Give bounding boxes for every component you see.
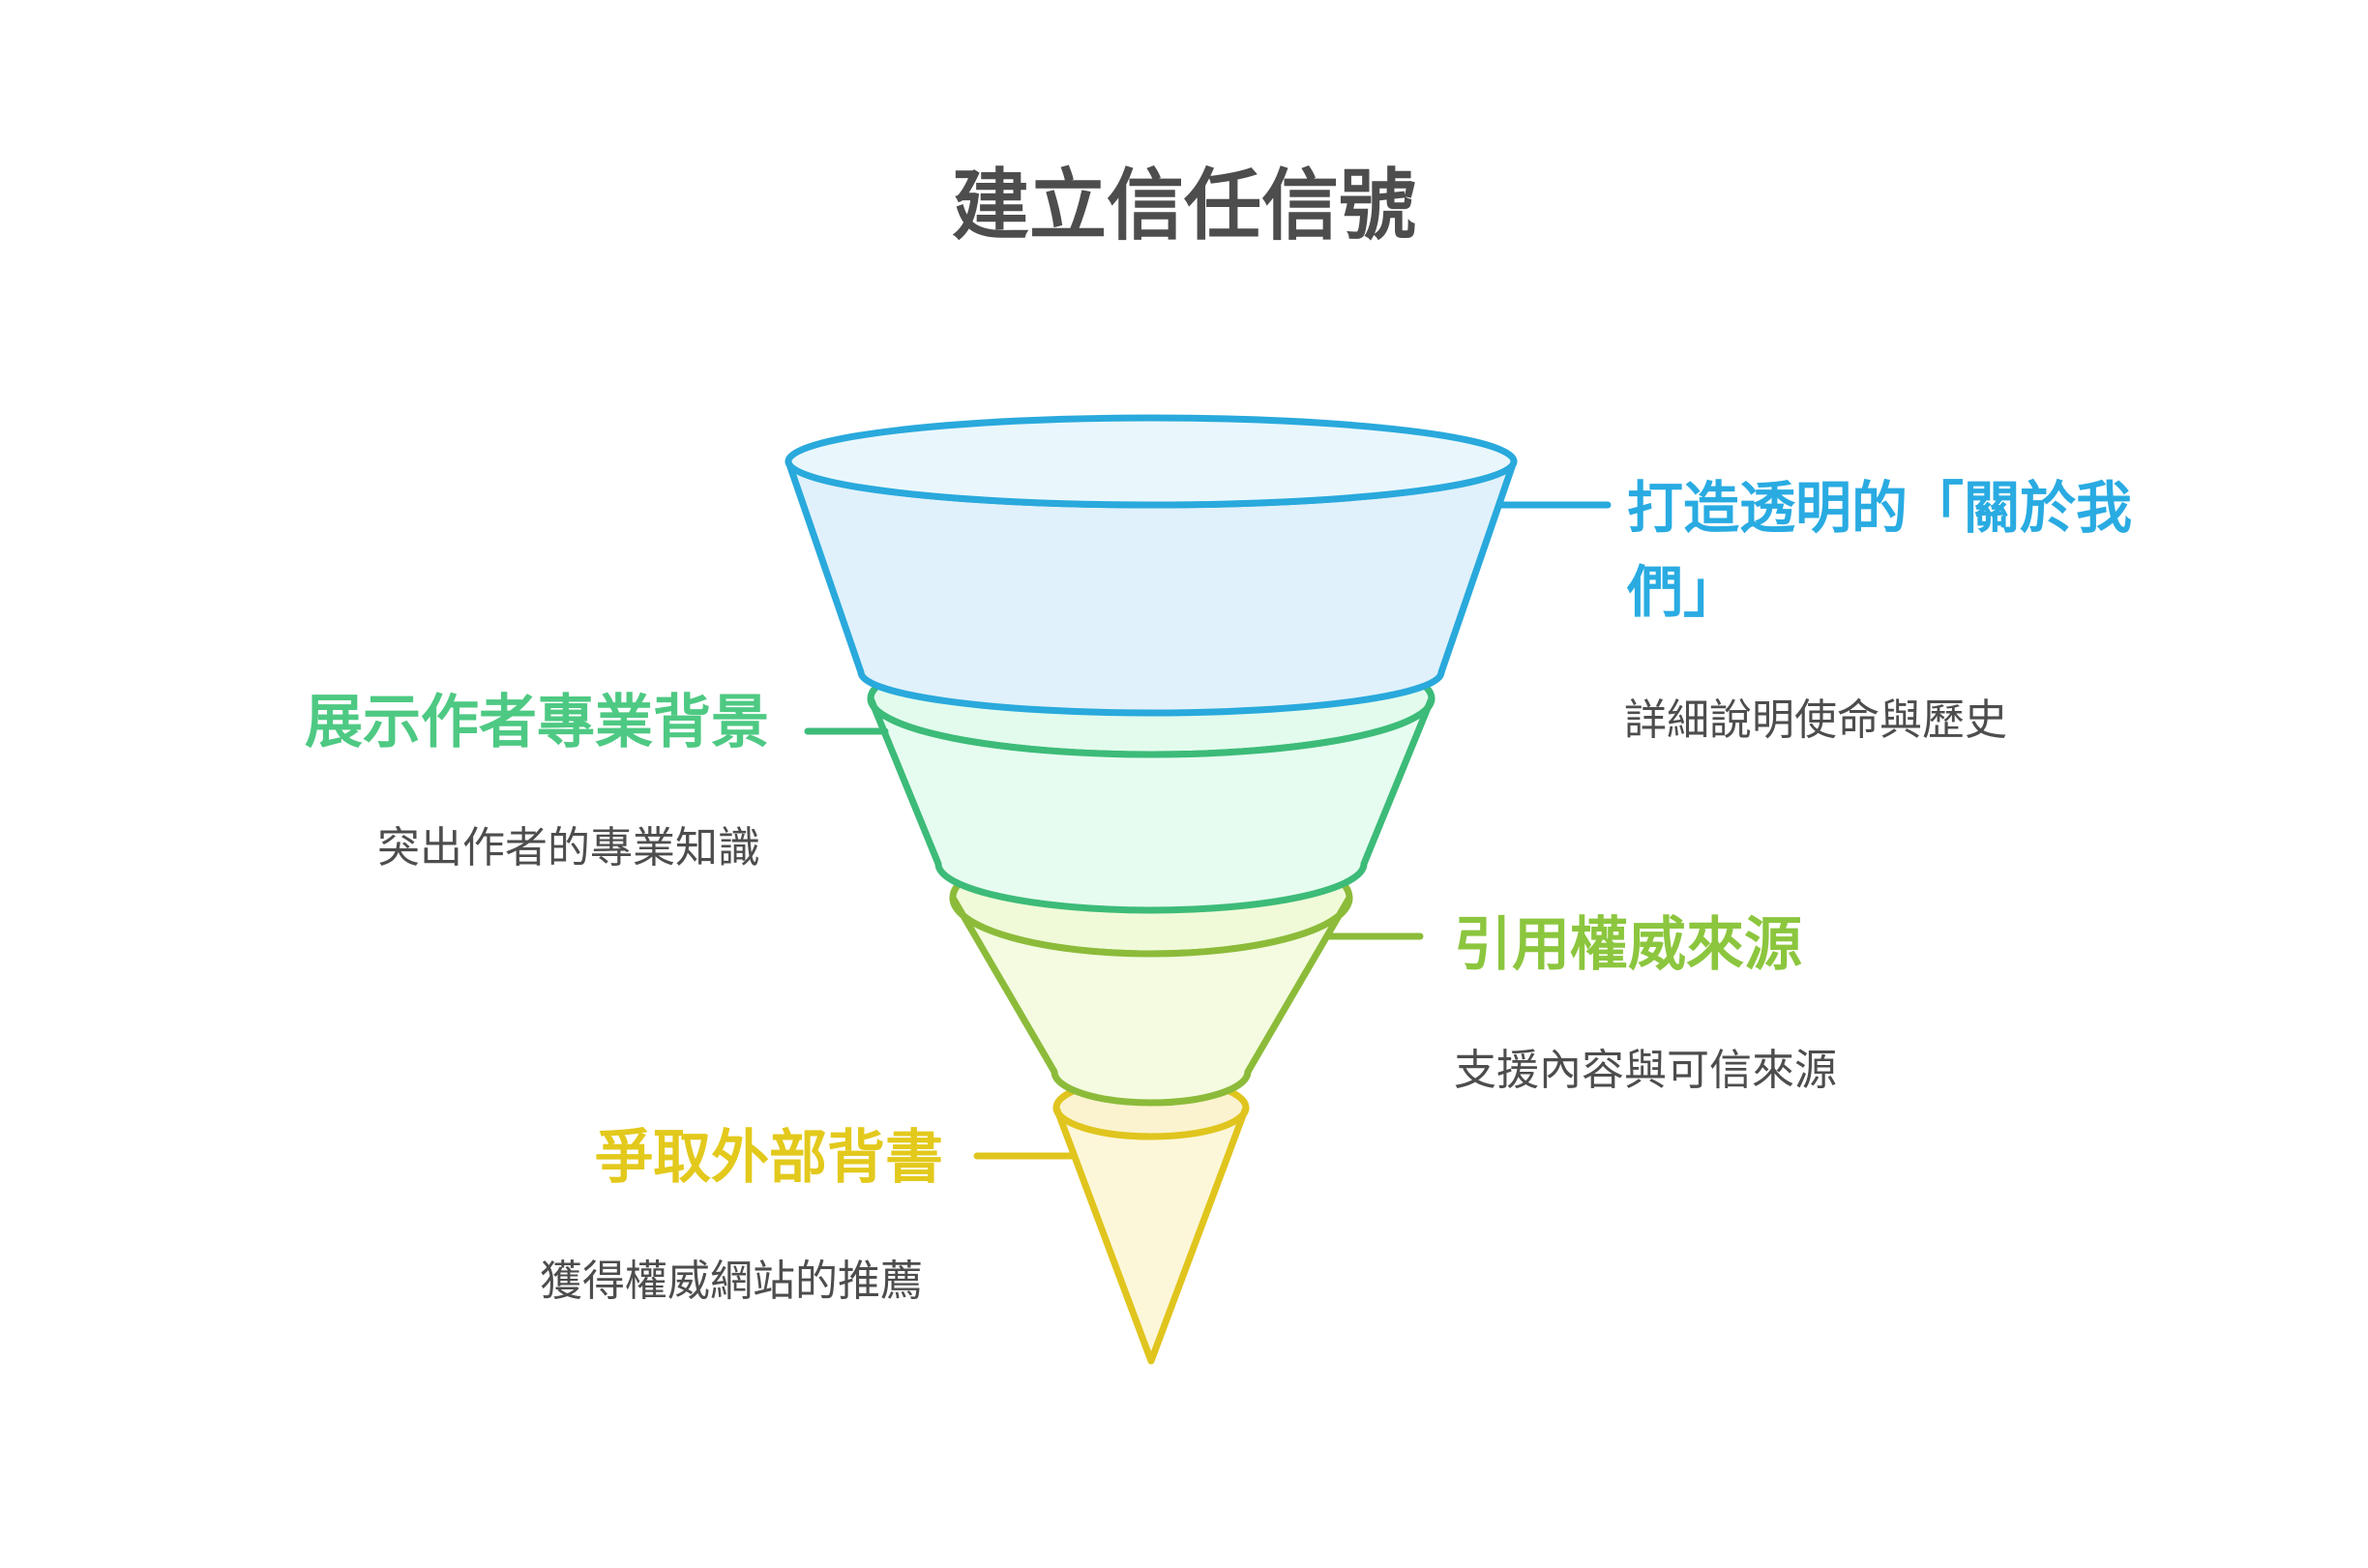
stage-3-label: 引用權威來源	[1454, 912, 1802, 977]
funnel-stage-1-top-ellipse	[784, 414, 1518, 509]
stage-2-sublabel: 突出作者的專業知識	[377, 824, 760, 872]
stage-4-label: 爭取外部背書	[595, 1125, 943, 1190]
funnel-stage-3-body	[949, 894, 1353, 1107]
page-title: 建立信任信號	[952, 163, 1416, 249]
funnel-stage-4	[1052, 1075, 1250, 1365]
funnel-stage-1	[784, 414, 1518, 717]
stage-4-sublabel: 獲得權威網站的推薦	[540, 1257, 923, 1305]
stage-2-label: 展示作者專業背景	[305, 690, 769, 754]
stage-1-label: 打造透明的「關於我們」	[1627, 477, 2133, 624]
stage-3-sublabel: 支援內容與可信來源	[1454, 1047, 1837, 1094]
funnel-stage-4-body	[1052, 1104, 1250, 1365]
stage-1-sublabel: 詳細說明使命與歷史	[1624, 696, 2007, 744]
funnel-stage-2-body	[867, 695, 1436, 914]
